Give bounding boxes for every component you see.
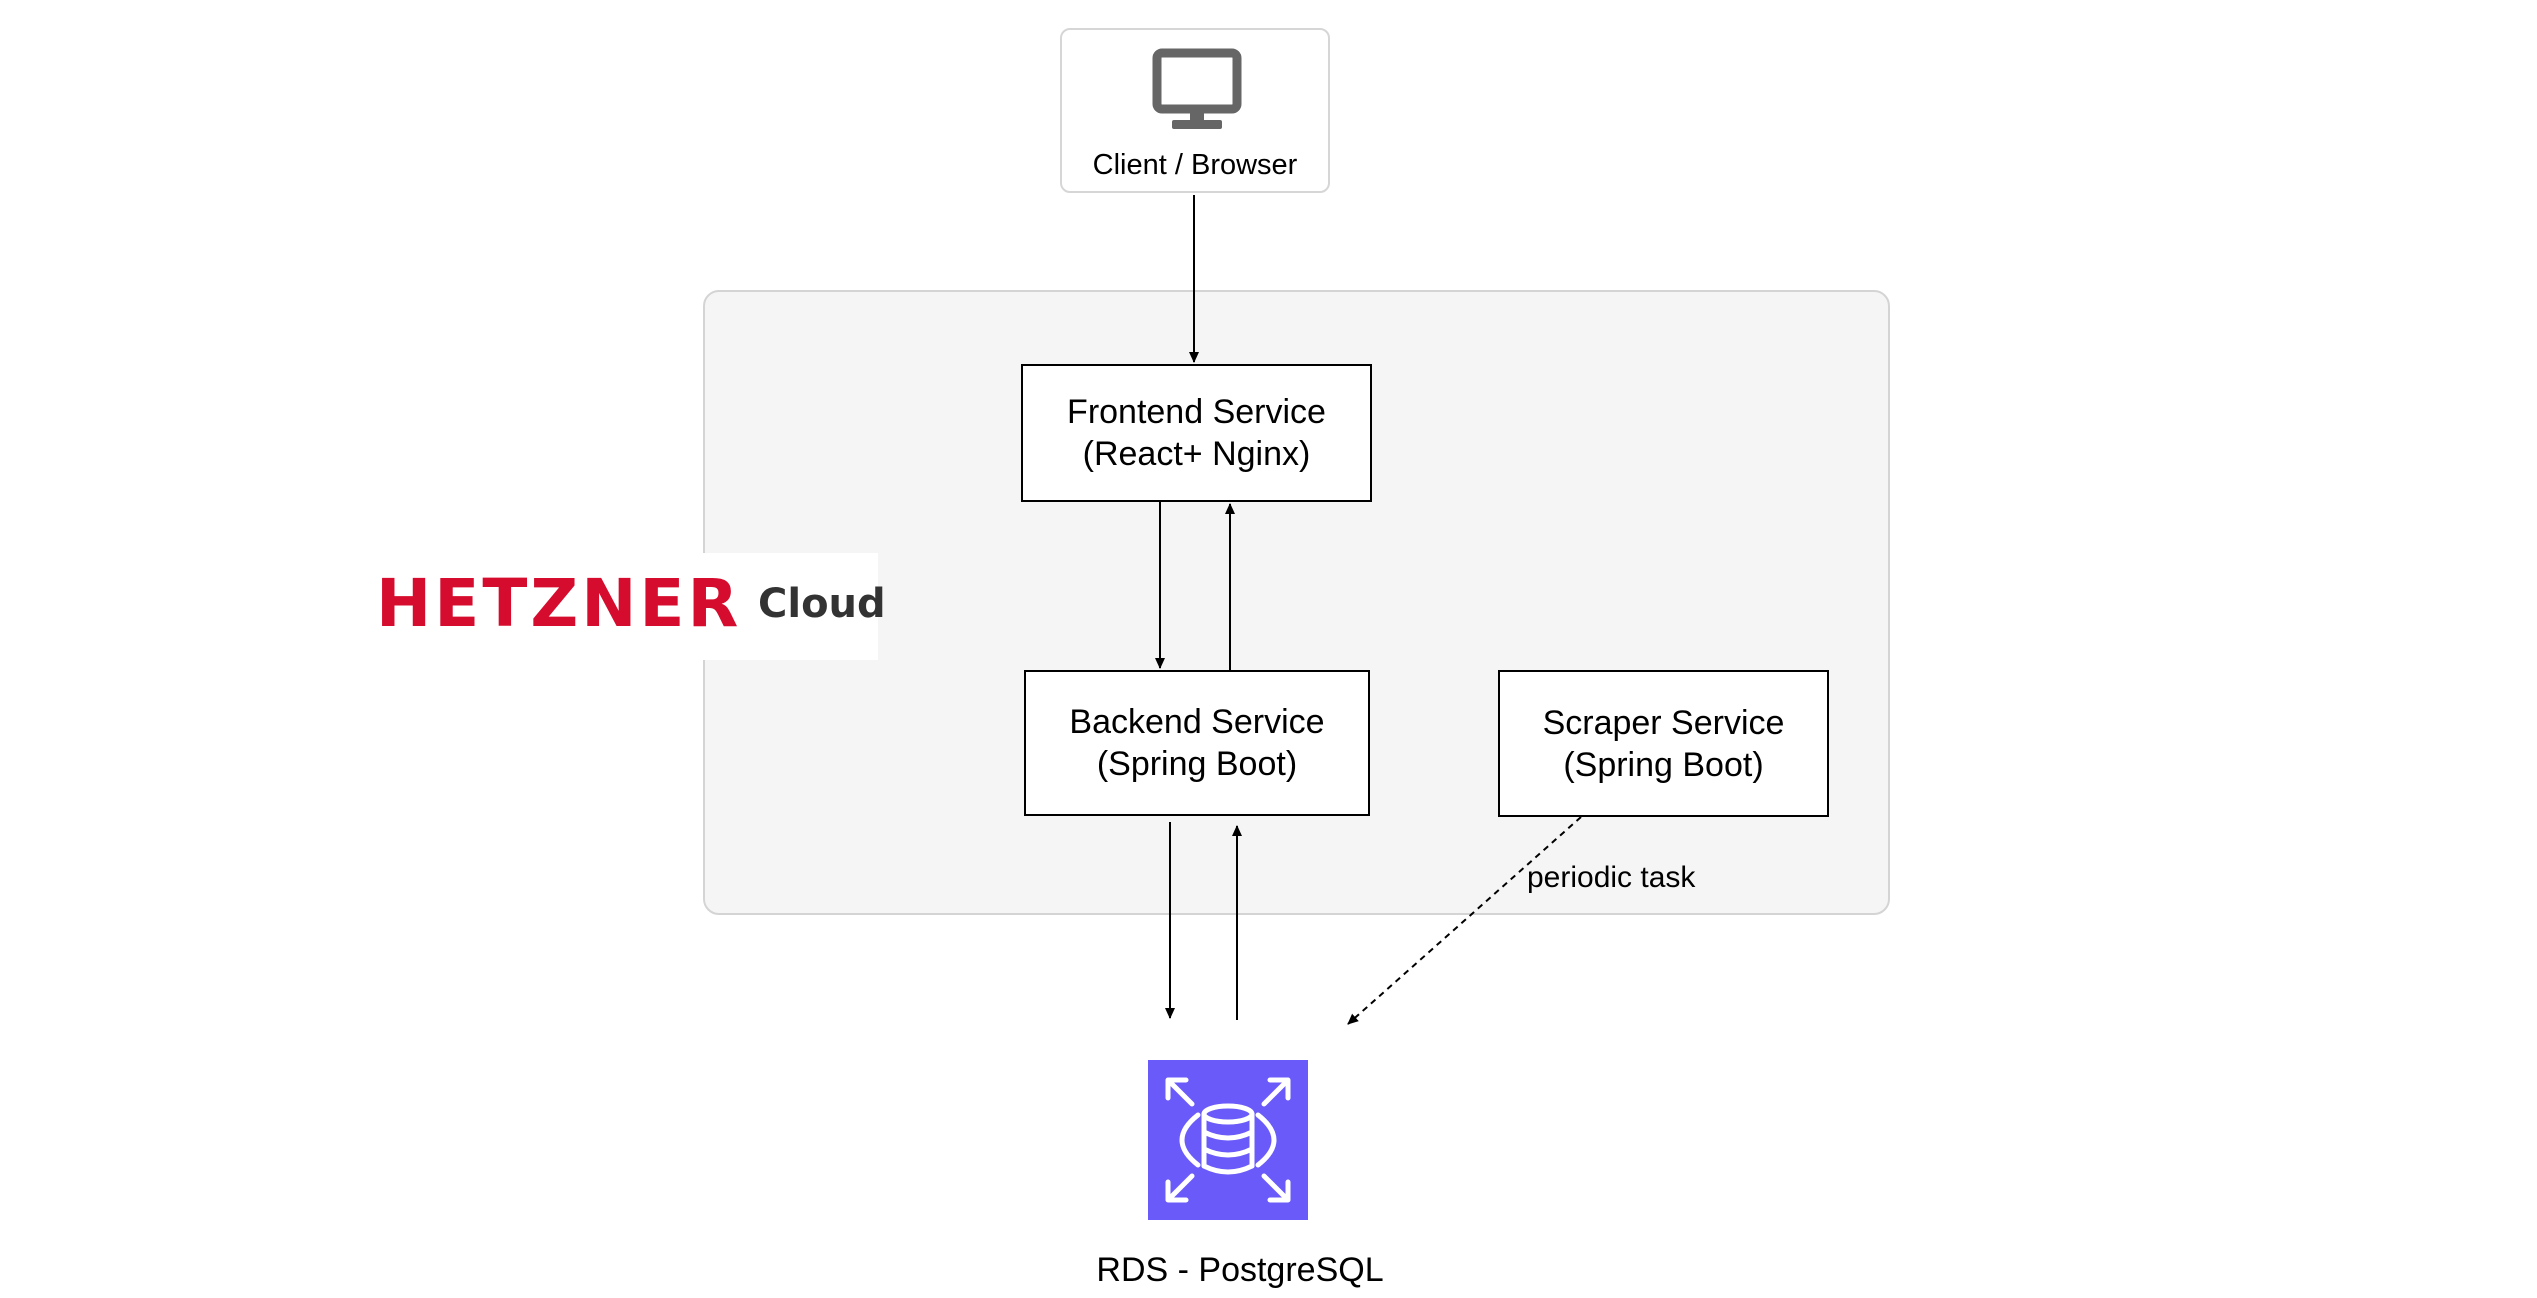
frontend-service-tech: (React+ Nginx): [1082, 435, 1311, 473]
edge-scraper-to-database: [1347, 816, 1582, 1025]
scraper-service-tech: (Spring Boot): [1563, 745, 1764, 784]
rds-database-icon[interactable]: [1148, 1060, 1308, 1220]
backend-service-tech: (Spring Boot): [1096, 745, 1298, 783]
frontend-service-node[interactable]: Frontend Service (React+ Nginx): [1021, 364, 1372, 502]
scraper-service-node[interactable]: Scraper Service (Spring Boot): [1498, 670, 1829, 817]
client-browser-label: Client / Browser: [1092, 149, 1298, 181]
hetzner-cloud-text: Cloud: [758, 581, 886, 627]
hetzner-cloud-logo: HETZNER Cloud: [366, 553, 886, 660]
backend-service-node[interactable]: Backend Service (Spring Boot): [1024, 670, 1370, 816]
backend-service-title: Backend Service: [1069, 703, 1325, 741]
periodic-task-label: periodic task: [1527, 861, 1696, 894]
hetzner-brand-text: HETZNER: [376, 565, 742, 642]
frontend-service-title: Frontend Service: [1067, 393, 1326, 431]
scraper-service-title: Scraper Service: [1542, 703, 1785, 742]
monitor-icon: [1152, 48, 1242, 133]
rds-postgresql-label: RDS - PostgreSQL: [1096, 1251, 1384, 1289]
client-browser-node[interactable]: Client / Browser: [1060, 28, 1330, 193]
